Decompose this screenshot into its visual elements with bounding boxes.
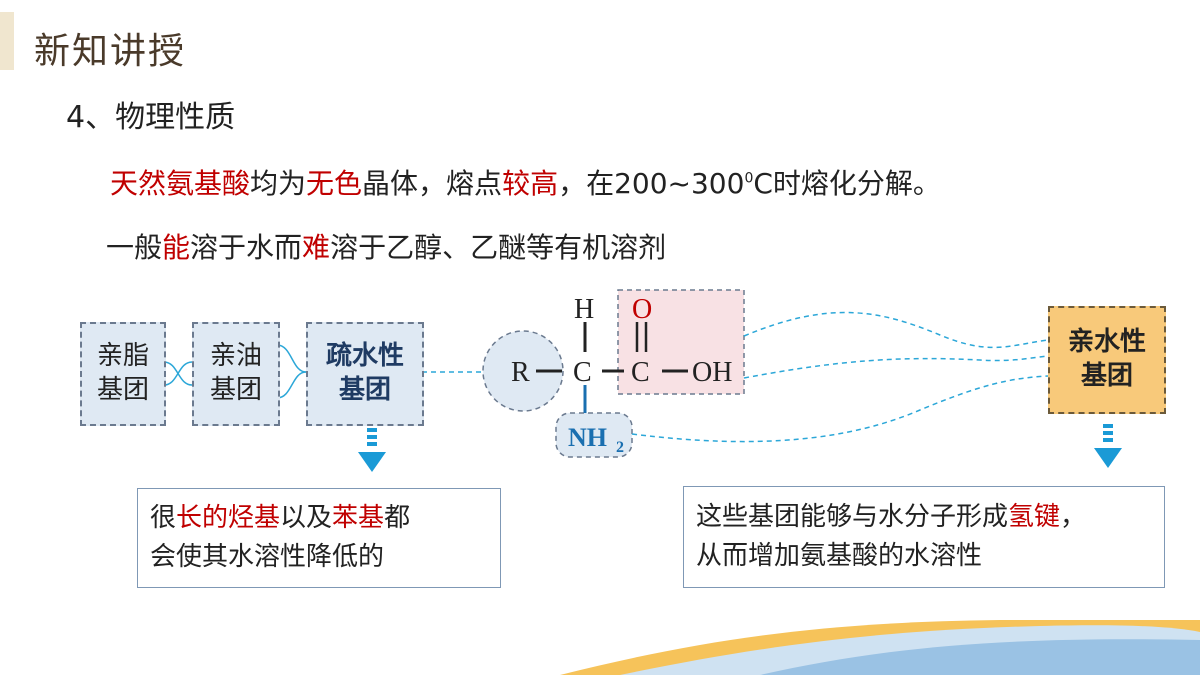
text-segment: 以及	[280, 503, 333, 533]
text-segment: 都	[384, 503, 411, 533]
atom-oh: OH	[692, 357, 732, 388]
lipophilic-group-box: 亲脂基团	[80, 322, 166, 426]
note-line: 从而增加氨基酸的水溶性	[696, 541, 983, 571]
atom-c-alpha: C	[573, 357, 592, 388]
connector-line	[276, 344, 307, 373]
hydrophilic-note-box: 这些基团能够与水分子形成氢键， 从而增加氨基酸的水溶性	[683, 486, 1165, 588]
box-label: 亲脂	[96, 341, 149, 372]
decor-wave-blue	[760, 639, 1200, 675]
box-label: 疏水性	[325, 341, 404, 372]
hydrophobic-group-box: 疏水性基团	[306, 322, 424, 426]
property-line-2: 一般能溶于水而难溶于乙醇、乙醚等有机溶剂	[106, 226, 666, 266]
header-accent-bar	[0, 12, 14, 70]
text-segment: 均为	[250, 167, 307, 200]
atom-nh: NH	[568, 423, 607, 452]
amino-group-box	[555, 412, 633, 458]
connector-line	[276, 371, 307, 399]
carboxyl-group-box	[617, 289, 745, 395]
atom-nh-subscript: 2	[616, 439, 624, 456]
text-hydrogen-bond: 氢键	[1008, 502, 1061, 532]
box-label: 亲水性	[1067, 327, 1146, 358]
oleophilic-group-box: 亲油基团	[192, 322, 280, 426]
text-colorless: 无色	[306, 167, 363, 200]
atom-o: O	[632, 294, 652, 325]
degree-superscript: 0	[744, 170, 754, 187]
box-label: 基团	[338, 375, 391, 405]
text-can: 能	[162, 231, 191, 264]
note-line: 这些基团能够与水分子形成氢键，	[696, 498, 1152, 537]
box-label: 基团	[96, 375, 149, 405]
text-segment: 溶于乙醇、乙醚等有机溶剂	[330, 231, 667, 264]
r-group-circle	[482, 330, 564, 412]
note-line: 会使其水溶性降低的	[150, 542, 385, 572]
box-label: 基团	[209, 375, 262, 405]
box-label: 基团	[1080, 361, 1133, 391]
text-segment: ，	[1060, 502, 1087, 532]
connector-line	[163, 361, 193, 386]
atom-h: H	[574, 294, 594, 325]
atom-c-carboxyl: C	[631, 357, 650, 388]
connector-dashed	[631, 375, 1049, 443]
connector-dashed	[743, 311, 1049, 349]
text-segment: ，在200~300	[558, 167, 745, 200]
property-line-1: 天然氨基酸均为无色晶体，熔点较高，在200~3000C时熔化分解。	[110, 162, 941, 202]
text-phenyl: 苯基	[332, 503, 385, 533]
text-segment: 一般	[106, 231, 163, 264]
text-segment: 溶于水而	[190, 231, 303, 264]
down-arrow-icon-right	[1094, 424, 1122, 468]
text-segment: 晶体，熔点	[362, 167, 503, 200]
text-segment: 这些基团能够与水分子形成	[696, 502, 1009, 532]
note-line: 很长的烃基以及苯基都	[150, 499, 488, 538]
connector-dashed	[743, 355, 1049, 379]
text-segment: 很	[150, 503, 177, 533]
down-arrow-icon-left	[358, 428, 386, 472]
text-natural-amino-acids: 天然氨基酸	[110, 167, 251, 200]
text-hardly: 难	[302, 231, 331, 264]
hydrophilic-group-box: 亲水性基团	[1048, 306, 1166, 414]
hydrophobic-note-box: 很长的烃基以及苯基都 会使其水溶性降低的	[137, 488, 501, 588]
text-higher: 较高	[502, 167, 559, 200]
atom-r: R	[511, 357, 530, 388]
text-long-hydrocarbon: 长的烃基	[176, 503, 281, 533]
section-heading: 4、物理性质	[66, 100, 236, 135]
text-segment: C时熔化分解。	[753, 167, 941, 200]
slide-header-title: 新知讲授	[34, 31, 187, 72]
box-label: 亲油	[209, 341, 262, 372]
